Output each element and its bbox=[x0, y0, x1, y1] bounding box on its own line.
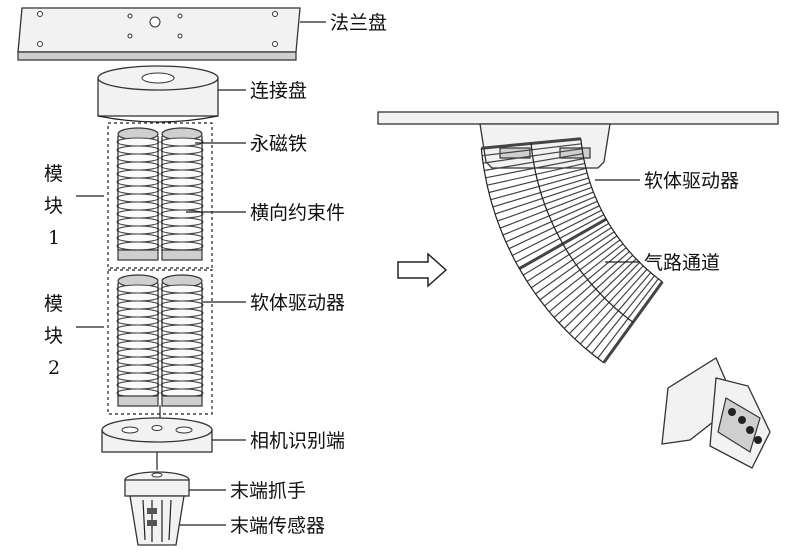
bellows-ring bbox=[160, 145, 204, 155]
end-gripper bbox=[124, 452, 190, 497]
bellows-ring bbox=[116, 364, 160, 374]
bellows-ring bbox=[160, 177, 204, 187]
bellows-ring bbox=[160, 201, 204, 211]
bellows-ring bbox=[116, 225, 160, 235]
bellows-ring bbox=[116, 284, 160, 294]
bellows-ring bbox=[116, 372, 160, 382]
svg-text:块: 块 bbox=[44, 325, 63, 347]
svg-text:2: 2 bbox=[48, 357, 60, 379]
bellows-ring bbox=[160, 217, 204, 227]
bellows-ring bbox=[160, 332, 204, 342]
label-air-channel: 气路通道 bbox=[644, 252, 720, 274]
bellows-ring bbox=[116, 308, 160, 318]
flange-plate bbox=[17, 7, 301, 61]
svg-text:模: 模 bbox=[44, 293, 63, 315]
label-end-sensor: 末端传感器 bbox=[230, 515, 325, 537]
connector-disk bbox=[97, 65, 219, 123]
svg-text:块: 块 bbox=[44, 195, 63, 217]
label-magnet: 永磁铁 bbox=[250, 133, 307, 155]
top-connector-right bbox=[479, 123, 611, 169]
bellows-ring bbox=[116, 153, 160, 163]
bellows-ring bbox=[116, 177, 160, 187]
bellows-ring bbox=[160, 185, 204, 195]
bellows-ring bbox=[160, 153, 204, 163]
bellows-ring bbox=[160, 161, 204, 171]
bellows-ring bbox=[160, 209, 204, 219]
label-lateral-constraint: 横向约束件 bbox=[250, 202, 345, 224]
bellows-ring bbox=[116, 169, 160, 179]
bellows-ring bbox=[160, 324, 204, 334]
svg-text:1: 1 bbox=[48, 227, 60, 249]
bellows-ring bbox=[160, 308, 204, 318]
module-2-label: 模 块 2 bbox=[44, 293, 63, 379]
mounting-plate-right bbox=[377, 111, 779, 125]
bellows-ring bbox=[160, 316, 204, 326]
bellows-ring bbox=[116, 340, 160, 350]
bellows-ring bbox=[116, 241, 160, 251]
label-gripper: 末端抓手 bbox=[230, 480, 306, 502]
label-soft-actuator-right: 软体驱动器 bbox=[644, 170, 739, 192]
bellows-ring bbox=[116, 348, 160, 358]
bellows-ring bbox=[116, 137, 160, 147]
actuator-outline bbox=[580, 138, 663, 283]
actuator-bottom-cap bbox=[161, 249, 203, 261]
bellows-ring bbox=[116, 185, 160, 195]
module-1-label: 模 块 1 bbox=[44, 163, 63, 249]
bellows-ring bbox=[160, 356, 204, 366]
bellows-ring bbox=[160, 241, 204, 251]
bellows-ring bbox=[160, 380, 204, 390]
bellows-ring bbox=[160, 292, 204, 302]
air-channel-line bbox=[530, 143, 634, 323]
bellows-ring bbox=[160, 225, 204, 235]
bellows-ring bbox=[116, 300, 160, 310]
svg-text:模: 模 bbox=[44, 163, 63, 185]
module-1-actuators bbox=[116, 127, 204, 261]
bellows-ring bbox=[116, 161, 160, 171]
module-1-box bbox=[107, 122, 213, 269]
actuator-outline bbox=[480, 148, 605, 364]
leader-lines-right bbox=[595, 179, 640, 263]
bellows-ring bbox=[116, 380, 160, 390]
hollow-right-arrow-icon bbox=[397, 252, 448, 288]
label-soft-actuator-left: 软体驱动器 bbox=[250, 292, 345, 314]
bellows-ring bbox=[116, 201, 160, 211]
leader-lines-left bbox=[76, 21, 326, 526]
bellows-ring bbox=[116, 356, 160, 366]
bellows-ring bbox=[116, 332, 160, 342]
bellows-ring bbox=[160, 372, 204, 382]
bellows-ring bbox=[160, 300, 204, 310]
camera-end-disk bbox=[101, 405, 213, 453]
bellows-ring bbox=[116, 209, 160, 219]
label-connector: 连接盘 bbox=[250, 80, 307, 102]
end-sensor bbox=[129, 495, 185, 546]
bellows-ring bbox=[116, 193, 160, 203]
actuator-bottom-cap bbox=[161, 395, 203, 407]
bellows-ring bbox=[116, 233, 160, 243]
bellows-ring bbox=[160, 233, 204, 243]
bellows-ring bbox=[116, 292, 160, 302]
actuator-bottom-cap bbox=[117, 249, 159, 261]
module-2-actuators bbox=[116, 274, 204, 407]
bent-soft-actuator bbox=[480, 137, 664, 364]
bellows-ring bbox=[160, 364, 204, 374]
bellows-ring bbox=[116, 145, 160, 155]
actuator-bottom-cap bbox=[117, 395, 159, 407]
bellows-ring bbox=[160, 193, 204, 203]
bellows-ring bbox=[160, 137, 204, 147]
bellows-ring bbox=[160, 169, 204, 179]
bellows-ring bbox=[160, 340, 204, 350]
bellows-ring bbox=[116, 217, 160, 227]
label-camera-end: 相机识别端 bbox=[250, 430, 345, 452]
bellows-ring bbox=[160, 348, 204, 358]
label-flange: 法兰盘 bbox=[330, 12, 387, 34]
bellows-ring bbox=[116, 316, 160, 326]
bent-end-tool bbox=[661, 357, 771, 469]
bellows-ring bbox=[160, 284, 204, 294]
bellows-ring bbox=[116, 324, 160, 334]
